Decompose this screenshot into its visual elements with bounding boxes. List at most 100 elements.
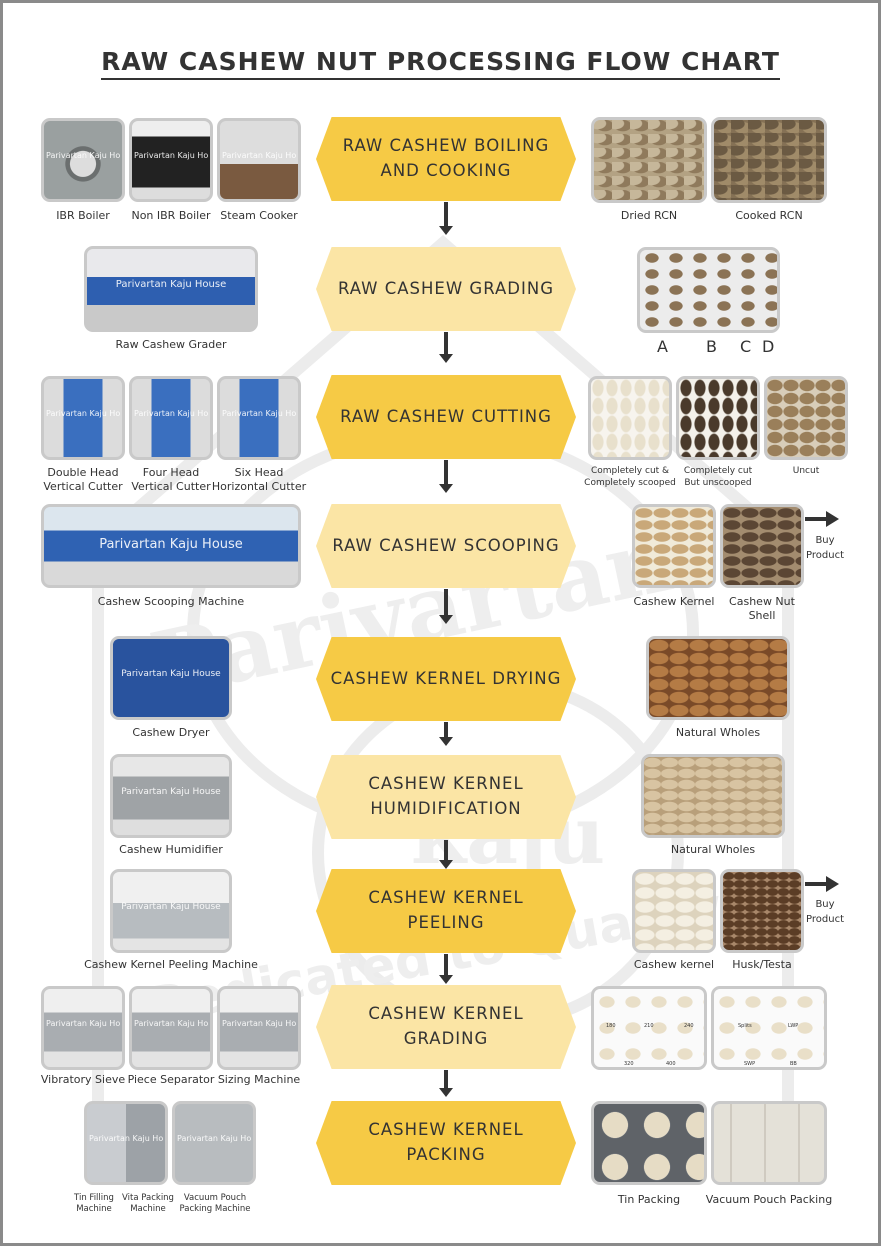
image-watermark: Parivartan Kaju House (121, 786, 221, 797)
machine-caption: Cashew Scooping Machine (97, 595, 245, 608)
flow-arrow (439, 1070, 453, 1097)
machine-caption: Six Head Horizontal Cutter (211, 466, 307, 494)
flow-arrow (439, 332, 453, 363)
piece-separator-image: Parivartan Kaju House (129, 986, 213, 1070)
image-watermark: Parivartan Kaju House (222, 150, 296, 160)
step-label: CASHEW KERNEL DRYING (330, 668, 562, 688)
flow-arrow (439, 589, 453, 624)
page-title: RAW CASHEW NUT PROCESSING FLOW CHART (3, 47, 878, 80)
machine-caption: Raw Cashew Grader (115, 338, 227, 351)
grade-size: Splits (738, 1023, 752, 1029)
step-label: RAW CASHEW SCOOPING (332, 535, 560, 555)
natural-wholes-humidified-image (641, 754, 785, 838)
step-scooping: RAW CASHEW SCOOPING (316, 504, 576, 588)
product-caption: Cooked RCN (735, 209, 803, 222)
buy-arrow-icon (805, 876, 839, 892)
image-watermark: Parivartan Kaju House (134, 150, 208, 160)
image-watermark: Parivartan Kaju House (134, 1018, 208, 1028)
product-caption: Dried RCN (620, 209, 678, 222)
machine-caption: Piece Separator (127, 1073, 215, 1086)
image-watermark: Parivartan Kaju House (121, 901, 221, 912)
grade-letter-d: D (762, 337, 775, 356)
scooping-machine-image: Parivartan Kaju House (41, 504, 301, 588)
image-watermark: Parivartan Kaju House (46, 1018, 120, 1028)
product-caption: Tin Packing (617, 1193, 681, 1206)
double-head-cutter-image: Parivartan Kaju House (41, 376, 125, 460)
vacuum-pouch-packing-image (711, 1101, 827, 1185)
machine-caption: Vacuum Pouch Packing Machine (179, 1193, 251, 1215)
product-caption: Cashew kernel (633, 958, 715, 971)
six-head-cutter-image: Parivartan Kaju House (217, 376, 301, 460)
image-watermark: Parivartan Kaju House (222, 408, 296, 418)
step-humidification: CASHEW KERNEL HUMIDIFICATION (316, 755, 576, 839)
tin-packing-image (591, 1101, 707, 1185)
step-label: RAW CASHEW GRADING (338, 278, 554, 298)
buy-product-label: Buy Product (806, 899, 844, 925)
husk-testa-image (720, 869, 804, 953)
image-watermark: Parivartan Kaju House (222, 1018, 296, 1028)
step-label: RAW CASHEW BOILING AND COOKING (342, 136, 550, 180)
image-watermark: Parivartan Kaju House (115, 279, 227, 291)
grade-size: 180 (606, 1023, 616, 1029)
cut-unscooped-image (676, 376, 760, 460)
buy-arrow-icon (805, 511, 839, 527)
grade-size: 400 (666, 1061, 676, 1067)
cashew-humidifier-image: Parivartan Kaju House (110, 754, 232, 838)
cashew-kernel-image (632, 504, 716, 588)
machine-caption: Four Head Vertical Cutter (131, 466, 211, 494)
machine-caption: Cashew Humidifier (119, 843, 223, 856)
grade-size: 240 (684, 1023, 694, 1029)
machine-caption: Cashew Dryer (132, 726, 210, 739)
whole-grades-image: 180 210 240 320 400 (591, 986, 707, 1070)
piece-grades-image: Splits LWP SWP BB (711, 986, 827, 1070)
step-boiling: RAW CASHEW BOILING AND COOKING (316, 117, 576, 201)
raw-cashew-grader-image: Parivartan Kaju House (84, 246, 258, 332)
machine-caption: IBR Boiler (56, 209, 110, 222)
product-caption: Vacuum Pouch Packing (705, 1193, 833, 1206)
flow-arrow (439, 460, 453, 493)
image-watermark: Parivartan Kaju House (134, 408, 208, 418)
step-label: CASHEW KERNEL PACKING (368, 1120, 524, 1164)
grade-letter-b: B (706, 337, 717, 356)
flow-arrow (439, 202, 453, 235)
product-caption: Completely cut But unscooped (683, 466, 753, 488)
cashew-dryer-image: Parivartan Kaju House (110, 636, 232, 720)
page-title-text: RAW CASHEW NUT PROCESSING FLOW CHART (101, 47, 780, 80)
image-watermark: Parivartan Kaju House (177, 1133, 251, 1143)
peeled-kernel-image (632, 869, 716, 953)
product-caption: Husk/Testa (732, 958, 792, 971)
product-caption: Natural Wholes (675, 726, 761, 739)
flow-arrow (439, 954, 453, 984)
product-caption: Cashew Kernel (633, 595, 715, 608)
step-label: RAW CASHEW CUTTING (340, 406, 552, 426)
image-watermark: Parivartan Kaju House (121, 668, 221, 679)
tin-filling-machine-image: Parivartan Kaju House (84, 1101, 168, 1185)
machine-caption: Tin Filling Machine (74, 1193, 114, 1215)
image-watermark: Parivartan Kaju House (46, 150, 120, 160)
non-ibr-boiler-image: Parivartan Kaju House (129, 118, 213, 202)
product-caption: Natural Wholes (670, 843, 756, 856)
grade-size: BB (790, 1061, 797, 1067)
product-caption: Completely cut & Completely scooped (584, 466, 676, 488)
machine-caption: Steam Cooker (220, 209, 298, 222)
step-cutting: RAW CASHEW CUTTING (316, 375, 576, 459)
natural-wholes-image (646, 636, 790, 720)
cooked-rcn-image (711, 117, 827, 203)
image-watermark: Parivartan Kaju House (89, 1133, 163, 1143)
grade-size: 320 (624, 1061, 634, 1067)
step-peeling: CASHEW KERNEL PEELING (316, 869, 576, 953)
grade-letter-a: A (657, 337, 668, 356)
machine-caption: Vita Packing Machine (122, 1193, 174, 1215)
vacuum-packing-machine-image: Parivartan Kaju House (172, 1101, 256, 1185)
image-watermark: Parivartan Kaju House (99, 536, 243, 552)
grade-letter-c: C (740, 337, 752, 356)
cut-scooped-image (588, 376, 672, 460)
step-label: CASHEW KERNEL GRADING (368, 1004, 524, 1048)
sizing-machine-image: Parivartan Kaju House (217, 986, 301, 1070)
step-label: CASHEW KERNEL HUMIDIFICATION (368, 774, 524, 818)
dried-rcn-image (591, 117, 707, 203)
step-drying: CASHEW KERNEL DRYING (316, 637, 576, 721)
ibr-boiler-image: Parivartan Kaju House (41, 118, 125, 202)
grade-size: 210 (644, 1023, 654, 1029)
